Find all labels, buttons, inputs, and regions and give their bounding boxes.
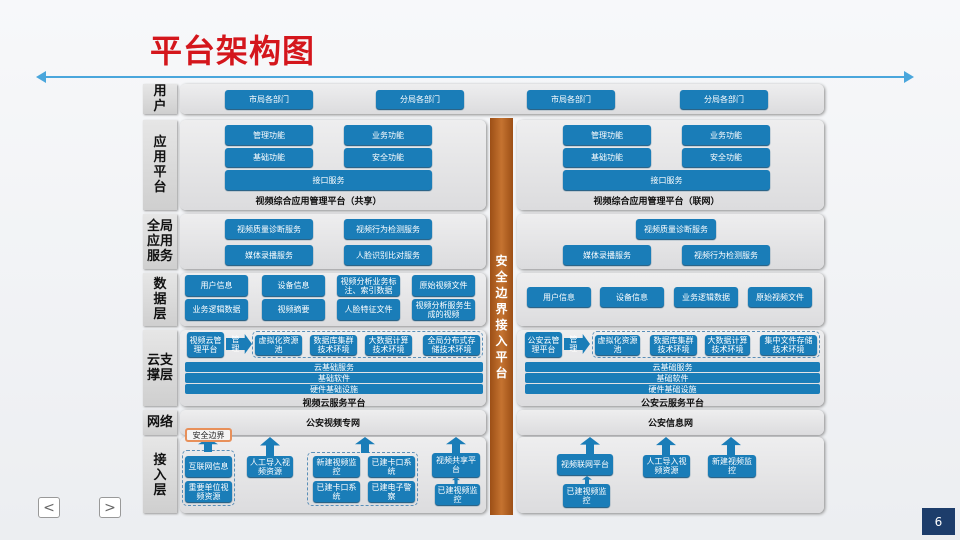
global-service-box: 媒体录播服务 xyxy=(563,245,651,265)
app-box: 基础功能 xyxy=(225,148,313,167)
up-arrow-icon xyxy=(656,437,676,455)
layer-label: 数据层 xyxy=(143,273,177,326)
access-box: 视频共享平台 xyxy=(432,453,480,477)
cloud-resource-box: 数据库集群技术环境 xyxy=(310,335,357,355)
app-caption: 视频综合应用管理平台（共享） xyxy=(255,197,382,207)
cloud-resource-group xyxy=(252,331,483,358)
cloud-resource-box: 数据库集群技术环境 xyxy=(650,335,697,355)
up-arrow-icon xyxy=(446,437,466,453)
network-label: 公安视频专网 xyxy=(305,419,360,429)
cloud-mgmt-box: 视频云管理平台 xyxy=(187,332,224,357)
up-arrow-icon xyxy=(355,437,375,453)
layer-label: 用户 xyxy=(143,84,177,114)
manage-arrow-icon xyxy=(564,334,590,354)
user-box: 市局各部门 xyxy=(225,90,313,109)
up-arrow-icon xyxy=(721,437,741,455)
cloud-mgmt-box: 公安云管理平台 xyxy=(525,332,562,357)
up-arrow-icon xyxy=(452,477,460,484)
global-service-box: 视频行为检测服务 xyxy=(344,219,432,239)
cloud-infra-bar: 硬件基础设施 xyxy=(525,384,820,394)
data-box: 原始视频文件 xyxy=(748,287,812,307)
layer-label: 网络 xyxy=(143,410,177,435)
network-label: 公安信息网 xyxy=(647,419,693,429)
cloud-resource-box: 大数据计算技术环境 xyxy=(705,335,750,355)
app-box: 基础功能 xyxy=(563,148,651,167)
data-box: 用户信息 xyxy=(527,287,591,307)
up-arrow-icon xyxy=(260,437,280,456)
app-box: 管理功能 xyxy=(563,125,651,145)
page-title: 平台架构图 xyxy=(150,32,316,70)
data-box: 视频分析服务生成的视频 xyxy=(412,299,475,320)
global-service-box: 视频行为检测服务 xyxy=(682,245,770,265)
arrow-right-icon xyxy=(904,71,914,83)
cloud-infra-bar: 硬件基础设施 xyxy=(185,384,483,394)
app-box: 管理功能 xyxy=(225,125,313,145)
cloud-resource-box: 虚拟化资源池 xyxy=(255,335,302,355)
app-interface-box: 接口服务 xyxy=(225,170,432,190)
cloud-resource-box: 全局分布式存储技术环境 xyxy=(423,335,480,355)
prev-slide-button[interactable]: < xyxy=(38,497,60,518)
layer-label: 云支撑层 xyxy=(143,330,177,406)
security-boundary-tag: 安全边界 xyxy=(185,428,232,442)
layer-label: 接入层 xyxy=(143,437,177,513)
up-arrow-icon xyxy=(580,437,600,454)
page-number: 6 xyxy=(922,508,955,535)
app-caption: 视频综合应用管理平台（联网） xyxy=(593,197,720,207)
access-box: 互联网信息 xyxy=(185,456,232,477)
access-box: 视频联网平台 xyxy=(557,454,613,475)
data-box: 视频分析业务标注、索引数据 xyxy=(337,275,400,296)
manage-arrow-label: 管理 xyxy=(231,335,240,353)
cloud-infra-bar: 云基础服务 xyxy=(525,362,820,372)
cloud-caption: 视频云服务平台 xyxy=(302,399,366,409)
data-box: 用户信息 xyxy=(185,275,248,296)
cloud-infra-bar: 基础软件 xyxy=(185,373,483,383)
access-box: 人工导入视频资源 xyxy=(643,455,690,477)
data-box: 视频摘要 xyxy=(262,299,325,320)
data-box: 原始视频文件 xyxy=(412,275,475,296)
user-box: 分局各部门 xyxy=(376,90,464,109)
app-box: 安全功能 xyxy=(344,148,432,167)
data-box: 人脸特征文件 xyxy=(337,299,400,320)
up-arrow-icon xyxy=(582,476,592,484)
cloud-resource-group xyxy=(592,331,820,358)
access-box: 已建电子警察 xyxy=(368,481,415,502)
cloud-infra-bar: 基础软件 xyxy=(525,373,820,383)
cloud-resource-box: 大数据计算技术环境 xyxy=(365,335,412,355)
access-box: 已建视频监控 xyxy=(563,484,610,507)
data-box: 设备信息 xyxy=(600,287,664,307)
user-box: 分局各部门 xyxy=(680,90,768,109)
access-box: 新建视频监控 xyxy=(708,455,756,477)
data-box: 业务逻辑数据 xyxy=(185,299,248,320)
layer-label: 全局应用服务 xyxy=(143,214,177,269)
access-box: 重要单位视频资源 xyxy=(185,481,232,502)
data-box: 设备信息 xyxy=(262,275,325,296)
app-interface-box: 接口服务 xyxy=(563,170,770,190)
panel-right-network xyxy=(517,410,824,435)
access-box: 人工导入视频资源 xyxy=(247,456,293,477)
security-boundary-access-platform: 安全边界接入平台 xyxy=(490,118,513,515)
global-service-box: 媒体录播服务 xyxy=(225,245,313,265)
global-service-box: 视频质量诊断服务 xyxy=(225,219,313,239)
data-box: 业务逻辑数据 xyxy=(674,287,738,307)
next-slide-button[interactable]: > xyxy=(99,497,121,518)
manage-arrow-label: 管理 xyxy=(569,335,578,353)
global-service-box: 人脸识别比对服务 xyxy=(344,245,432,265)
manage-arrow-icon xyxy=(226,334,252,354)
arrow-left-icon xyxy=(36,71,46,83)
access-box: 已建卡口系统 xyxy=(313,481,360,502)
access-box: 新建视频监控 xyxy=(313,456,360,477)
access-box: 已建卡口系统 xyxy=(368,456,415,477)
app-box: 业务功能 xyxy=(344,125,432,145)
divider-arrow-line xyxy=(44,76,906,78)
cloud-infra-bar: 云基础服务 xyxy=(185,362,483,372)
app-box: 安全功能 xyxy=(682,148,770,167)
cloud-resource-box: 虚拟化资源池 xyxy=(595,335,640,355)
app-box: 业务功能 xyxy=(682,125,770,145)
cloud-caption: 公安云服务平台 xyxy=(640,399,704,409)
user-box: 市局各部门 xyxy=(527,90,615,109)
global-service-box: 视频质量诊断服务 xyxy=(636,219,716,239)
layer-label: 应用平台 xyxy=(143,120,177,210)
access-box: 已建视频监控 xyxy=(435,484,480,505)
cloud-resource-box: 集中文件存储技术环境 xyxy=(760,335,817,355)
